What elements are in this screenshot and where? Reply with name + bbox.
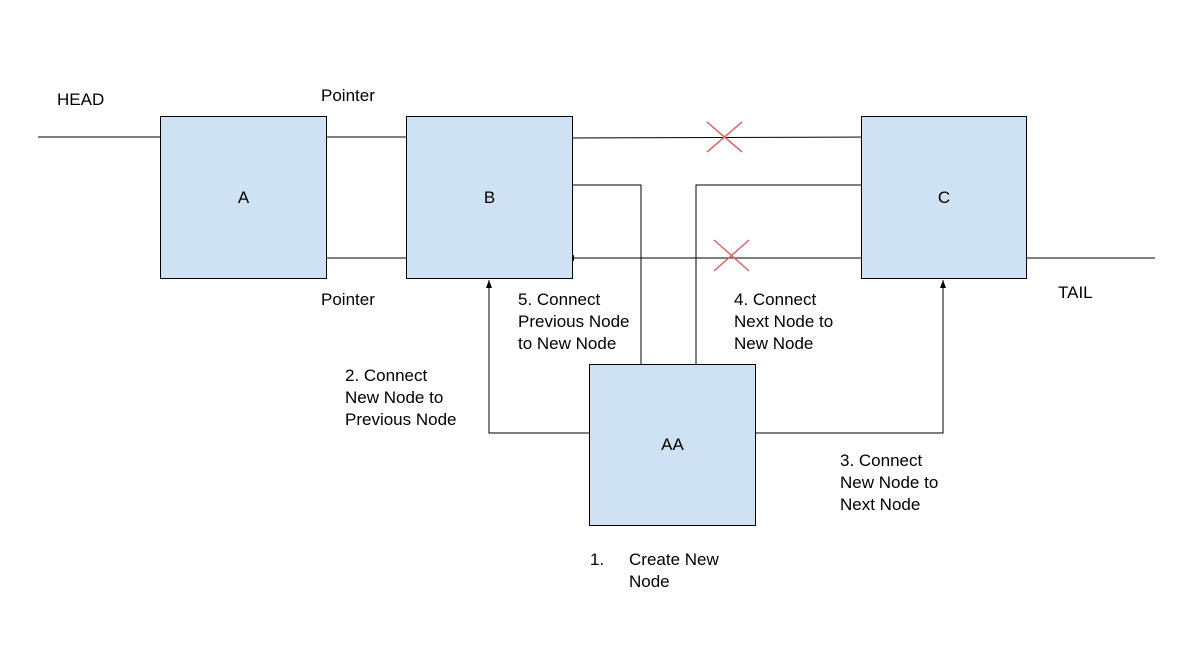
head-label: HEAD [57,90,105,109]
step1-label: Create New Node [629,550,719,591]
step2-connector [486,280,598,434]
node-aa-label: AA [661,435,684,454]
step3-connector [747,280,946,434]
pointer-label-bottom: Pointer [321,290,375,309]
step1-number: 1. [590,550,605,569]
node-c-label: C [937,187,951,207]
node-c: C [861,116,1027,279]
b-to-c-next-arrow [564,134,903,141]
tail-label: TAIL [1058,283,1093,302]
node-aa: AA [589,364,756,526]
cross-icon [713,239,750,272]
pointer-label-top: Pointer [321,86,375,105]
cross-icon [706,121,743,153]
step5-connector [566,184,644,377]
step5-label: 5. Connect Previous Node to New Node [518,290,630,353]
node-a: A [160,116,327,279]
step4-label: 4. Connect Next Node to New Node [734,290,834,353]
node-b: B [406,116,573,279]
node-a-label: A [237,187,250,207]
step3-label: 3. Connect New Node to Next Node [840,451,939,514]
step4-connector [693,184,869,377]
step2-label: 2. Connect New Node to Previous Node [345,366,457,429]
node-b-label: B [483,187,496,207]
